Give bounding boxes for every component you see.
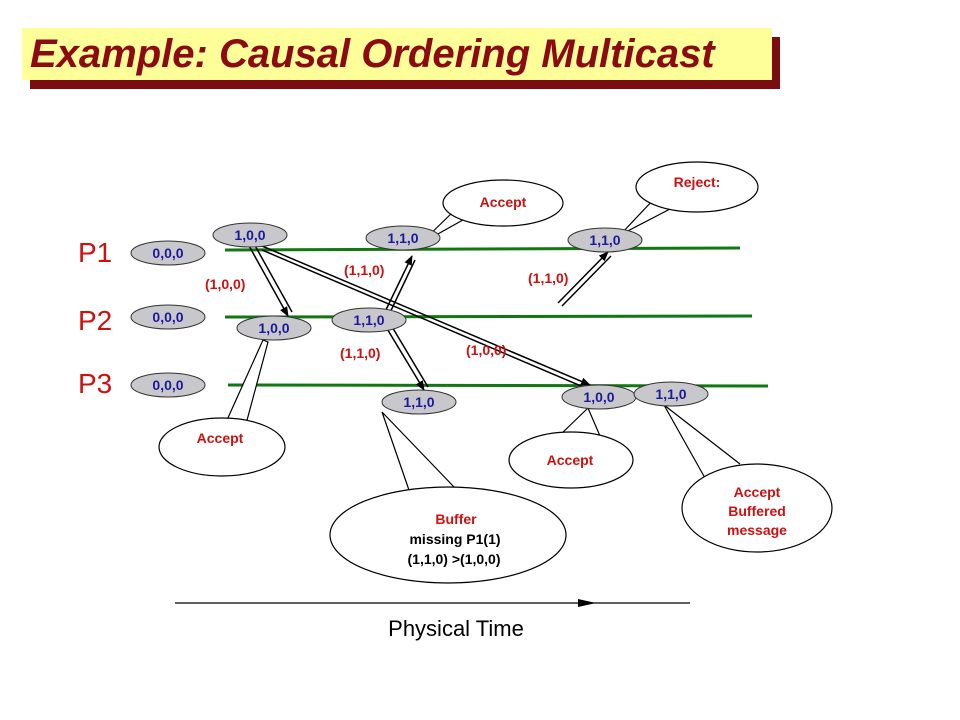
callout-p3-buffer-line2: missing P1(1) bbox=[409, 531, 500, 547]
callout-tail-p3-buffer bbox=[381, 411, 456, 494]
slide-title: Example: Causal Ordering Multicast bbox=[30, 32, 715, 76]
msg-label-m2-p1: (1,1,0) bbox=[344, 262, 384, 278]
msg-label-m1-p2: (1,0,0) bbox=[205, 276, 245, 292]
callout-tail-p2-accept bbox=[226, 339, 269, 425]
p1-send-label: 1,0,0 bbox=[234, 227, 265, 243]
p3-label: P3 bbox=[78, 368, 112, 399]
p1-recv-b-label: 1,1,0 bbox=[387, 230, 418, 246]
msg-label-m1-p3: (1,0,0) bbox=[466, 342, 506, 358]
time-axis-label: Physical Time bbox=[388, 616, 524, 641]
callout-p3-buffered-line3: message bbox=[727, 522, 787, 538]
msg-p1-to-p3 bbox=[261, 245, 591, 390]
callout-p1-reject bbox=[635, 161, 759, 213]
callout-p3-accept-text: Accept bbox=[547, 452, 594, 468]
p3-deliver-b-node bbox=[633, 381, 709, 407]
title-box bbox=[22, 28, 772, 80]
p3-deliver-b-label: 1,1,0 bbox=[655, 386, 686, 402]
p2-recv-a-node bbox=[236, 315, 312, 341]
p1-initial-label: 0,0,0 bbox=[152, 245, 183, 261]
p1-initial-node bbox=[130, 240, 206, 266]
p2-send-label: 1,1,0 bbox=[353, 312, 384, 328]
time-arrow-head bbox=[578, 599, 596, 607]
p1-label: P1 bbox=[78, 237, 112, 268]
callout-p3-buffer-line3: (1,1,0) >(1,0,0) bbox=[408, 551, 501, 567]
p2-initial-node bbox=[130, 304, 206, 330]
p1-recv-c-label: 1,1,0 bbox=[589, 232, 620, 248]
p3-recv-b-node bbox=[381, 389, 457, 415]
p2-recv-a-label: 1,0,0 bbox=[258, 320, 289, 336]
callout-p3-buffer bbox=[329, 486, 567, 584]
msg-label-m2-p3: (1,1,0) bbox=[340, 345, 380, 361]
callout-p3-buffered-line2: Buffered bbox=[728, 503, 786, 519]
p1-recv-b-node bbox=[365, 225, 441, 251]
p3-recv-b-label: 1,1,0 bbox=[403, 394, 434, 410]
callout-p2-accept bbox=[158, 417, 286, 477]
p1-timeline bbox=[224, 246, 741, 252]
p3-recv-a-label: 1,0,0 bbox=[583, 389, 614, 405]
p2-label: P2 bbox=[78, 305, 112, 336]
msg-p1-to-p2 bbox=[247, 241, 293, 317]
p1-send-node bbox=[212, 222, 288, 248]
p3-initial-label: 0,0,0 bbox=[152, 377, 183, 393]
callout-p1-accept bbox=[442, 179, 564, 227]
p2-send-node bbox=[331, 307, 407, 333]
callout-p1-accept-text: Accept bbox=[480, 194, 527, 210]
callout-p3-accept bbox=[508, 431, 634, 489]
msg-late-to-p1 bbox=[557, 251, 612, 307]
msg-label-late-p1: (1,1,0) bbox=[528, 270, 568, 286]
msg-p2-to-p3 bbox=[382, 319, 429, 391]
callout-p2-accept-text: Accept bbox=[197, 430, 244, 446]
p1-recv-c-node bbox=[567, 227, 643, 253]
callout-p1-reject-text: Reject: bbox=[674, 174, 721, 190]
p3-initial-node bbox=[130, 372, 206, 398]
callout-p3-buffered-line1: Accept bbox=[734, 484, 781, 500]
callout-p3-buffered bbox=[681, 463, 833, 553]
p2-timeline bbox=[224, 314, 753, 319]
callout-p3-buffer-line1: Buffer bbox=[435, 511, 477, 527]
p2-initial-label: 0,0,0 bbox=[152, 309, 183, 325]
